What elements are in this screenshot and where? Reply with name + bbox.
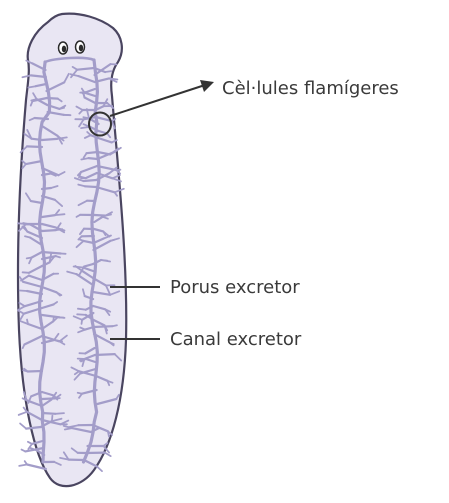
excretory-canal-label: Canal excretor [170, 329, 302, 350]
flame-cells-pointer-line [110, 85, 205, 116]
excretory-pore-label: Porus excretor [170, 277, 300, 298]
flame-cells-label: Cèl·lules flamígeres [222, 78, 399, 99]
arrowhead-icon [200, 80, 214, 92]
